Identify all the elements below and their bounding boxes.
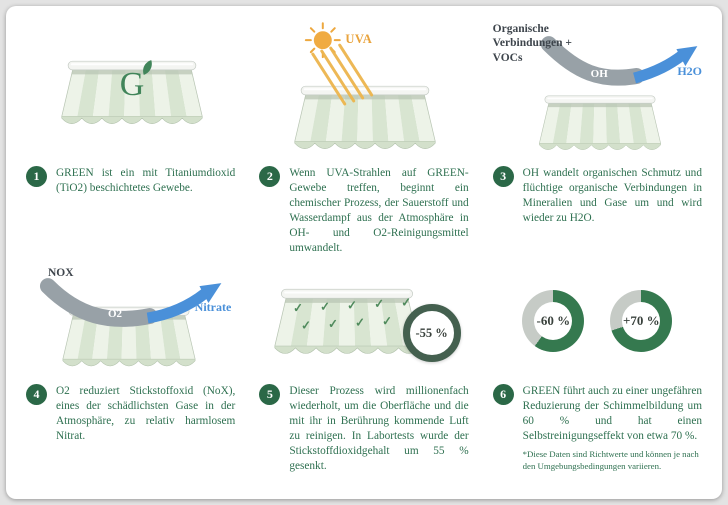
blue-arrowhead-icon bbox=[199, 283, 222, 304]
step-5-caption: 5 Dieser Prozess wird millionenfach wied… bbox=[259, 384, 469, 474]
footnote: *Diese Daten sind Richtwerte und können … bbox=[522, 449, 699, 471]
step-1-caption: 1 GREEN ist ein mit Titaniumdioxid (TiO2… bbox=[26, 166, 235, 196]
nitrate-label: Nitrate bbox=[194, 300, 232, 315]
donut-value: +70 % bbox=[622, 313, 660, 329]
blue-flow-arrow bbox=[146, 288, 209, 324]
leaf-icon bbox=[143, 60, 152, 75]
infographic-card: G 1 GREEN ist ein mit Titaniumdioxid (Ti… bbox=[6, 6, 722, 499]
step-description: GREEN ist ein mit Titaniumdioxid (TiO2) … bbox=[56, 167, 236, 195]
step-number-badge: 5 bbox=[259, 384, 281, 406]
o2-label: O2 bbox=[108, 308, 123, 321]
reduction-value: -55 % bbox=[415, 325, 448, 340]
donut-value: -60 % bbox=[536, 313, 571, 329]
step-2-caption: 2 Wenn UVA-Strahlen auf GREEN-Gewebe tre… bbox=[259, 166, 469, 256]
step-4-illustration: NOX O2 Nitrate bbox=[26, 266, 235, 376]
blue-arrowhead-icon bbox=[676, 46, 698, 67]
logo-letter: G bbox=[119, 66, 145, 103]
step-4-caption: 4 O2 reduziert Stickstoffoxid (NoX), ein… bbox=[26, 384, 235, 444]
step-description: GREEN führt auch zu einer ungefähren Red… bbox=[522, 385, 702, 443]
step-panel-2: UVA 2 Wenn UVA-Strahlen auf GREEN-Gewebe… bbox=[259, 22, 469, 256]
step-number-badge: 3 bbox=[492, 166, 514, 187]
h2o-label: H2O bbox=[677, 64, 702, 78]
step-6-illustration: -60 % +70 % bbox=[493, 266, 702, 376]
step-6-caption: 6 GREEN führt auch zu einer ungefähren R… bbox=[492, 384, 702, 444]
voc-source-label: Organische Verbindungen + VOCs bbox=[492, 23, 572, 64]
green-logo: G bbox=[106, 60, 158, 103]
nox-label: NOX bbox=[48, 267, 74, 280]
step-1-illustration: G bbox=[26, 22, 235, 158]
step-number-badge: 1 bbox=[26, 166, 47, 187]
step-3-illustration: Organische Verbindungen + VOCs OH H2O bbox=[493, 22, 702, 158]
step-panel-3: Organische Verbindungen + VOCs OH H2O 3 … bbox=[492, 22, 702, 256]
donut-charts: -60 % +70 % bbox=[493, 266, 702, 353]
step-description: Dieser Prozess wird millionenfach wieder… bbox=[289, 385, 469, 473]
step-panel-1: G 1 GREEN ist ein mit Titaniumdioxid (Ti… bbox=[26, 22, 235, 256]
step-2-illustration: UVA bbox=[259, 22, 468, 158]
step-5-illustration: ✓ ✓ ✓ ✓ ✓ ✓ ✓ ✓ ✓ -55 % bbox=[259, 266, 468, 376]
step-number-badge: 2 bbox=[259, 166, 281, 187]
step-number-badge: 6 bbox=[492, 384, 514, 406]
flow-arrows-icon bbox=[540, 36, 698, 86]
gray-flow-arrow bbox=[39, 278, 158, 327]
uv-rays-icon bbox=[305, 22, 374, 106]
oh-label: OH bbox=[590, 68, 608, 80]
gray-flow-arrow bbox=[540, 36, 645, 86]
step-3-caption: 3 OH wandelt organischen Schmutz und flü… bbox=[492, 166, 702, 226]
mold-reduction-donut: -60 % bbox=[522, 290, 585, 353]
step-description: O2 reduziert Stickstoffoxid (NoX), eines… bbox=[56, 385, 236, 443]
self-cleaning-donut: +70 % bbox=[610, 290, 673, 353]
step-description: Wenn UVA-Strahlen auf GREEN-Gewebe treff… bbox=[289, 167, 469, 255]
blue-flow-arrow bbox=[632, 50, 686, 84]
step-panel-6: -60 % +70 % 6 GREEN führt auch zu einer … bbox=[492, 266, 702, 474]
steps-grid: G 1 GREEN ist ein mit Titaniumdioxid (Ti… bbox=[26, 22, 702, 474]
step-panel-4: NOX O2 Nitrate 4 O2 reduziert Stickstoff… bbox=[26, 266, 235, 474]
uva-label: UVA bbox=[345, 32, 373, 46]
flow-arrows-icon bbox=[39, 278, 222, 327]
step-description: OH wandelt organischen Schmutz und flüch… bbox=[522, 167, 702, 225]
step-number-badge: 4 bbox=[26, 384, 47, 406]
step-panel-5: ✓ ✓ ✓ ✓ ✓ ✓ ✓ ✓ ✓ -55 % 5 Dieser Prozess… bbox=[259, 266, 469, 474]
reduction-badge: -55 % bbox=[402, 304, 461, 363]
uv-beam-lines bbox=[311, 43, 374, 106]
